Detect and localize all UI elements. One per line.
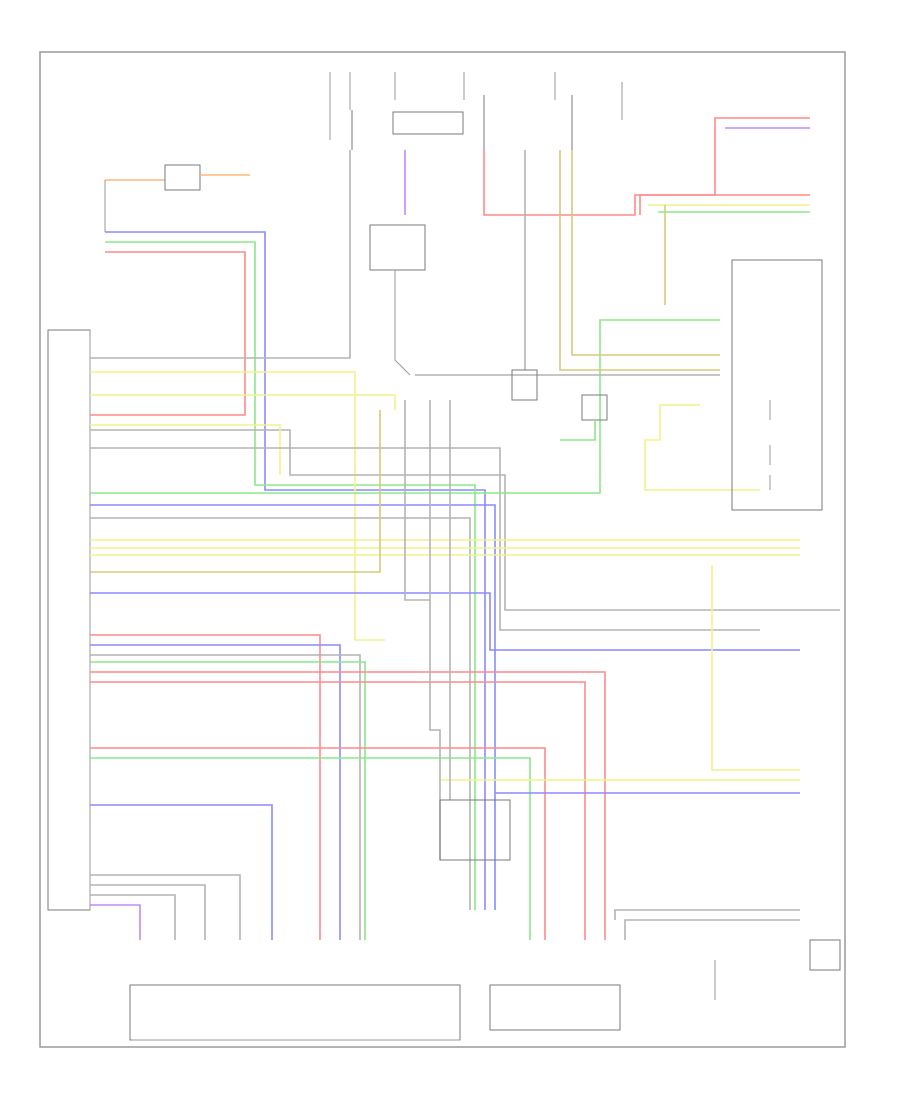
wire-green-3	[90, 661, 366, 940]
wire-gray-3	[90, 447, 760, 631]
wire-blue-upper	[105, 231, 486, 910]
top-fuse-4	[554, 72, 573, 150]
shift-solenoid-2	[560, 394, 608, 441]
wire-yellow-9	[711, 565, 800, 771]
wire-orange-3	[571, 150, 720, 356]
wire-green-4	[90, 757, 531, 940]
top-fuse-3	[463, 72, 485, 150]
wire-orange-2	[559, 150, 720, 371]
wire-gray-8	[90, 894, 176, 940]
wire-red-6	[483, 117, 810, 216]
relay-upper-left	[104, 164, 250, 232]
center-connector-block	[439, 799, 511, 861]
wire-yellow-2	[90, 394, 396, 410]
wire-blue-4	[90, 644, 341, 940]
wire-red-4	[90, 681, 586, 940]
wire-red-2	[90, 634, 321, 940]
wire-gray-2	[90, 429, 840, 611]
wire-red-upper	[90, 251, 246, 416]
wire-yellow-1	[90, 371, 385, 641]
right-motor-module	[731, 259, 823, 511]
wire-gray-1	[90, 150, 351, 359]
wire-gray-13	[404, 400, 441, 860]
wire-blue-2	[90, 504, 496, 910]
wire-yellow-3	[90, 424, 281, 475]
transfer-switch	[369, 224, 426, 376]
wire-red-7	[639, 194, 810, 215]
wire-orange-1	[90, 410, 381, 573]
lower-right-switch-assembly	[489, 984, 621, 1031]
lower-right-component	[714, 939, 841, 1000]
wire-gray-7	[90, 884, 206, 940]
wire-gray-5	[90, 654, 361, 940]
wire-blue-5	[90, 804, 273, 940]
wire-green-upper	[105, 241, 476, 910]
top-fuse-2	[392, 72, 464, 135]
wire-blue-3	[90, 592, 800, 651]
shift-solenoid-1	[511, 369, 538, 401]
lower-left-switch-assembly	[129, 984, 461, 1041]
wire-gray-4	[90, 517, 471, 910]
main-control-module	[47, 329, 91, 911]
wire-purple-1	[90, 904, 141, 940]
wire-gray-6	[90, 874, 241, 940]
wire-red-5	[90, 747, 546, 940]
top-fuse-1	[329, 72, 353, 150]
wire-green-2	[90, 319, 720, 494]
wire-gray-12	[624, 919, 800, 940]
diagram-frame	[39, 51, 846, 1048]
wire-yellow-8	[644, 404, 760, 491]
wire-gray-11	[614, 909, 800, 920]
wire-red-3	[90, 671, 606, 940]
